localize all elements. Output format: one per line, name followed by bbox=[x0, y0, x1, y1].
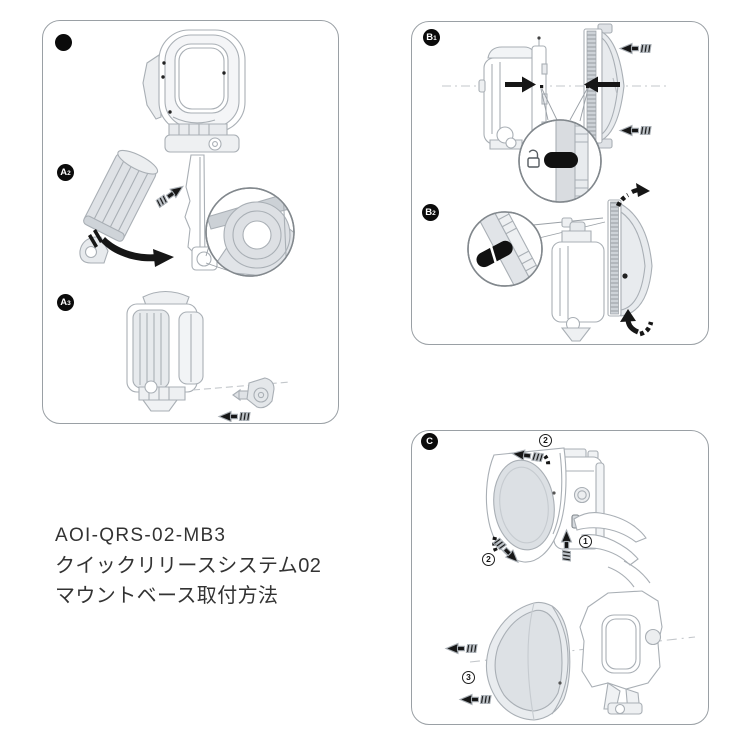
rotate-lock-figure bbox=[467, 183, 654, 342]
unlock-icon bbox=[527, 149, 540, 168]
model-number: AOI-QRS-02-MB3 bbox=[55, 525, 227, 546]
slide-align-figure bbox=[442, 23, 667, 203]
push-arrow-left-icon bbox=[584, 76, 620, 93]
callout-3: 3 bbox=[462, 671, 475, 684]
panel-c-dome-port-steps: C 2 1 2 3 bbox=[411, 430, 709, 725]
callout-2-top: 2 bbox=[539, 434, 552, 447]
rotate-arrow-top-icon bbox=[615, 183, 650, 207]
buckle-attach-figure bbox=[79, 149, 295, 277]
screw-arrow-bottom-icon bbox=[619, 124, 652, 137]
hinge-magnifier bbox=[205, 187, 295, 277]
hand bbox=[573, 512, 651, 588]
dome-remove-figure bbox=[445, 590, 696, 721]
screw-in-arrow-icon bbox=[218, 410, 251, 422]
panel-b-illustrations bbox=[442, 23, 667, 342]
rotate-arrow-bottom-icon bbox=[620, 309, 654, 337]
housing-screw-figure bbox=[126, 290, 291, 422]
panel-c-illustrations bbox=[445, 447, 696, 721]
mount-frame-figure bbox=[142, 29, 246, 153]
slider-magnifier bbox=[467, 211, 606, 287]
push-arrow-right-icon bbox=[505, 76, 536, 93]
twist-dash-top bbox=[543, 454, 551, 468]
callout-1: 1 bbox=[579, 535, 592, 548]
dome-release-figure bbox=[485, 447, 651, 588]
title-line-3: マウントベース取付方法 bbox=[55, 585, 279, 607]
step-marker-c: C bbox=[421, 433, 438, 450]
insert-arrow-icon bbox=[154, 181, 187, 209]
title-line-2: クイックリリースシステム02 bbox=[55, 555, 322, 577]
swing-arrow-icon bbox=[88, 229, 174, 267]
lock-slider-magnifier bbox=[518, 88, 602, 203]
screw-arrow-top-icon bbox=[619, 42, 652, 55]
panel-a-illustrations bbox=[79, 29, 295, 422]
thumbscrew bbox=[232, 377, 275, 409]
remove-arrow-bottom-icon bbox=[459, 693, 492, 706]
title-block: AOI-QRS-02-MB3 クイックリリースシステム02 マウントベース取付方… bbox=[55, 521, 321, 611]
remove-arrow-top-icon bbox=[445, 642, 478, 655]
callout-2-bottom: 2 bbox=[482, 553, 495, 566]
step-marker-a1 bbox=[55, 34, 72, 51]
